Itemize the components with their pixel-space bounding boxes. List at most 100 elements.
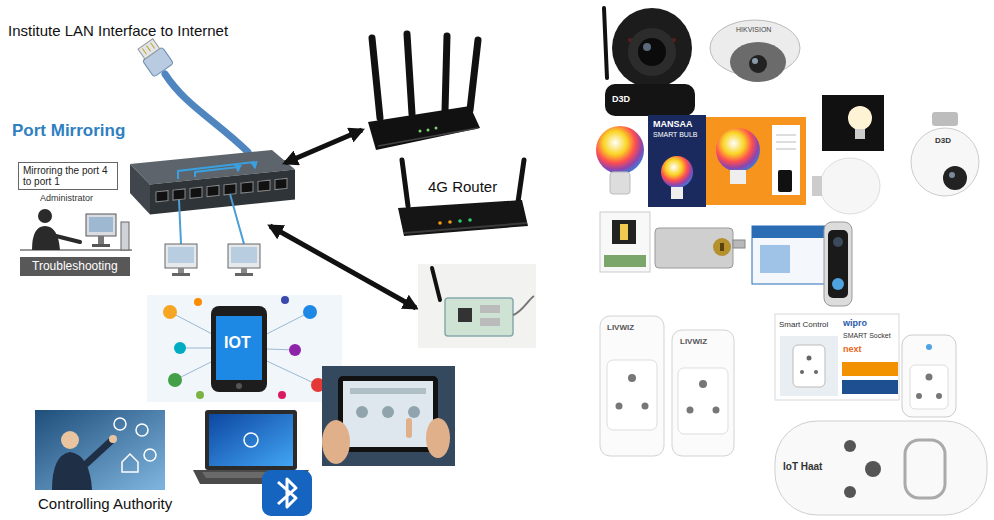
bulb-camera bbox=[932, 112, 958, 126]
smart-bulb bbox=[772, 125, 800, 195]
desktop-computer bbox=[231, 247, 257, 263]
smart-bulb bbox=[596, 126, 644, 174]
smart-bulb bbox=[776, 149, 796, 150]
controlling-authority-picture bbox=[86, 442, 110, 464]
video-doorbell bbox=[752, 226, 828, 284]
network-switch bbox=[275, 178, 287, 189]
video-doorbell bbox=[833, 237, 843, 247]
controlling-authority-picture bbox=[114, 418, 126, 430]
iot-collage bbox=[278, 391, 286, 399]
ethernet-cable bbox=[147, 46, 151, 52]
smart-socket-box bbox=[926, 344, 932, 350]
wifi-router bbox=[407, 34, 412, 114]
dome-camera bbox=[710, 20, 800, 82]
desktop-computer bbox=[178, 268, 184, 273]
brand-mark: wipro bbox=[843, 318, 867, 328]
video-doorbell bbox=[832, 278, 844, 290]
double-arrow bbox=[285, 130, 362, 163]
product-text: SMART Socket bbox=[843, 332, 891, 340]
smart-lock bbox=[733, 240, 745, 248]
tablet-picture bbox=[322, 420, 350, 464]
smart-socket-box bbox=[916, 393, 922, 399]
tablet-picture bbox=[338, 376, 438, 452]
administrator-figure bbox=[121, 222, 129, 250]
smart-socket-box bbox=[775, 314, 956, 417]
administrator-figure bbox=[56, 236, 80, 242]
ptz-camera bbox=[672, 38, 676, 42]
iot-collage bbox=[303, 305, 317, 319]
lte-router bbox=[448, 220, 452, 224]
ethernet-cable bbox=[151, 43, 155, 49]
brand-mark: IoT Haat bbox=[783, 461, 822, 473]
smart-plug bbox=[699, 380, 707, 388]
raspberry-pi bbox=[418, 264, 536, 348]
wifi-router bbox=[368, 34, 480, 150]
ptz-camera bbox=[604, 8, 695, 116]
smart-plug bbox=[687, 407, 694, 414]
network-switch bbox=[156, 191, 168, 202]
dome-camera bbox=[749, 55, 767, 73]
section-heading: Port Mirroring bbox=[12, 121, 125, 141]
video-doorbell bbox=[828, 230, 848, 298]
ethernet-cable bbox=[136, 37, 174, 77]
desktop-computer bbox=[165, 244, 197, 268]
wifi-router bbox=[368, 106, 480, 150]
lte-router bbox=[398, 160, 528, 236]
iot-collage bbox=[194, 298, 202, 306]
tablet-picture bbox=[406, 418, 412, 438]
wifi-router bbox=[470, 40, 478, 110]
lte-router bbox=[458, 219, 462, 223]
lan-cable bbox=[179, 194, 244, 244]
smart-bulb bbox=[648, 115, 706, 207]
tablet-picture bbox=[356, 406, 368, 418]
troubleshooting-band: Troubleshooting bbox=[20, 257, 130, 276]
role-caption: Administrator bbox=[40, 193, 93, 203]
smart-socket-box bbox=[842, 362, 898, 376]
administrator-figure bbox=[89, 217, 113, 232]
smart-plug bbox=[713, 407, 720, 414]
product-text: Smart Control bbox=[779, 320, 828, 329]
raspberry-pi bbox=[458, 308, 472, 322]
laptop bbox=[205, 410, 297, 470]
mirroring-note-box: Mirroring the port 4 to port 1 bbox=[18, 162, 118, 190]
tablet-picture bbox=[408, 406, 420, 418]
smart-lock bbox=[600, 212, 650, 272]
video-doorbell bbox=[752, 226, 828, 238]
raspberry-pi bbox=[418, 264, 536, 348]
tablet-picture bbox=[426, 418, 450, 458]
node-text: Mirroring the port 4 to port 1 bbox=[23, 165, 113, 187]
node-text: Troubleshooting bbox=[32, 259, 118, 273]
bluetooth-icon bbox=[262, 470, 312, 516]
bluetooth-icon bbox=[278, 479, 296, 507]
controlling-authority-picture bbox=[35, 410, 165, 490]
smart-bulb bbox=[706, 117, 806, 205]
brand-mark: HIKVISION bbox=[736, 26, 771, 34]
iot-collage bbox=[147, 295, 342, 402]
smart-socket-box bbox=[902, 335, 956, 417]
iot-collage bbox=[163, 305, 177, 319]
brand-mark: MANSAA bbox=[653, 119, 693, 129]
iot-haat-socket bbox=[844, 486, 856, 498]
smart-plug bbox=[672, 330, 734, 456]
lte-router bbox=[468, 218, 472, 222]
iot-collage bbox=[289, 344, 301, 356]
smart-lock bbox=[655, 228, 733, 268]
tablet-picture bbox=[343, 381, 433, 447]
smart-socket-box bbox=[926, 374, 933, 381]
bulb-camera bbox=[911, 112, 979, 196]
network-switch bbox=[173, 189, 185, 200]
smart-socket-box bbox=[780, 336, 838, 396]
smart-bulb bbox=[730, 170, 746, 184]
lan-cable bbox=[179, 200, 181, 244]
smart-plug bbox=[600, 316, 664, 456]
administrator-figure bbox=[20, 209, 132, 250]
network-switch bbox=[130, 150, 295, 215]
network-switch bbox=[207, 185, 219, 196]
video-doorbell bbox=[752, 222, 852, 306]
network-switch bbox=[130, 164, 150, 215]
smart-bulb bbox=[610, 172, 630, 194]
smart-bulb bbox=[820, 158, 880, 214]
ptz-camera bbox=[605, 84, 695, 116]
